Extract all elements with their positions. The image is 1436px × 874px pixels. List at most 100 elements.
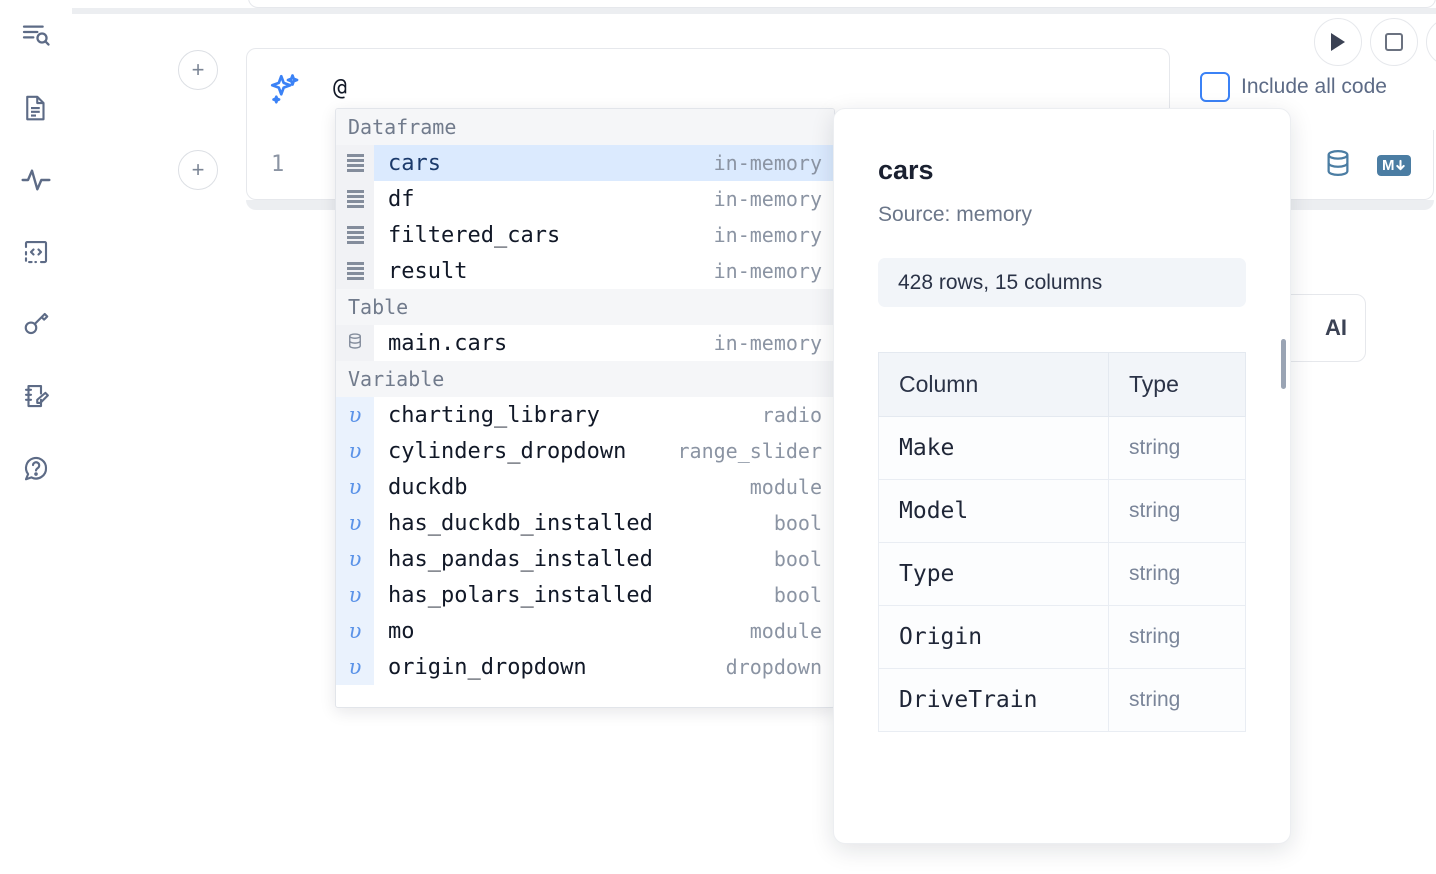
autocomplete-item-icon: υ bbox=[336, 649, 374, 685]
autocomplete-item-name: filtered_cars bbox=[388, 222, 561, 248]
autocomplete-item-name: has_pandas_installed bbox=[388, 546, 653, 572]
autocomplete-item-type: module bbox=[749, 619, 822, 643]
dataframe-lines-icon bbox=[346, 190, 364, 208]
autocomplete-item[interactable]: cars in-memory bbox=[336, 145, 834, 181]
autocomplete-item[interactable]: υ has_polars_installed bool bbox=[336, 577, 834, 613]
autocomplete-item-type: bool bbox=[773, 511, 822, 535]
autocomplete-item-icon bbox=[336, 325, 374, 361]
doc-column-type: string bbox=[1108, 416, 1246, 480]
autocomplete-item-type: in-memory bbox=[713, 331, 822, 355]
doc-shape-badge: 428 rows, 15 columns bbox=[878, 258, 1246, 307]
autocomplete-item-icon bbox=[336, 217, 374, 253]
variable-upsilon-icon: υ bbox=[348, 403, 362, 427]
autocomplete-item-name: result bbox=[388, 258, 468, 284]
add-cell-button-top[interactable]: + bbox=[178, 50, 218, 90]
doc-column-type: string bbox=[1108, 668, 1246, 732]
dataframe-lines-icon bbox=[346, 262, 364, 280]
help-question-icon bbox=[21, 453, 51, 483]
doc-panel-scrollbar[interactable] bbox=[1281, 339, 1286, 389]
autocomplete-item-name: duckdb bbox=[388, 474, 468, 500]
doc-column-name: DriveTrain bbox=[878, 668, 1109, 732]
autocomplete-item-name: cylinders_dropdown bbox=[388, 438, 627, 464]
stop-icon bbox=[1385, 33, 1403, 51]
dataframe-doc-panel: cars Source: memory 428 rows, 15 columns… bbox=[833, 108, 1291, 844]
plus-icon: + bbox=[191, 157, 205, 182]
sidebar-item-activity[interactable] bbox=[14, 158, 58, 202]
ai-prompt-input[interactable]: @ bbox=[333, 75, 347, 101]
doc-column-header: Column bbox=[878, 352, 1109, 417]
autocomplete-item[interactable]: υ has_pandas_installed bool bbox=[336, 541, 834, 577]
autocomplete-item-name: main.cars bbox=[388, 330, 508, 356]
sidebar-item-notebook-file[interactable] bbox=[14, 86, 58, 130]
doc-column-type: string bbox=[1108, 605, 1246, 669]
autocomplete-item-type: radio bbox=[761, 403, 822, 427]
explore-icon bbox=[20, 20, 52, 52]
stop-button[interactable] bbox=[1370, 18, 1418, 66]
add-cell-button-bottom[interactable]: + bbox=[178, 150, 218, 190]
autocomplete-item-name: origin_dropdown bbox=[388, 654, 587, 680]
autocomplete-item-type: bool bbox=[773, 547, 822, 571]
dataframe-lines-icon bbox=[346, 226, 364, 244]
autocomplete-item-type: bool bbox=[773, 583, 822, 607]
scratchpad-edit-icon bbox=[21, 381, 51, 411]
doc-column-type: string bbox=[1108, 479, 1246, 543]
plus-icon: + bbox=[191, 57, 205, 82]
sidebar-item-explore[interactable] bbox=[14, 14, 58, 58]
doc-table-header-row: Column Type bbox=[878, 352, 1246, 417]
secrets-key-icon bbox=[21, 309, 51, 339]
autocomplete-item-icon: υ bbox=[336, 613, 374, 649]
variable-upsilon-icon: υ bbox=[348, 619, 362, 643]
autocomplete-item-name: has_duckdb_installed bbox=[388, 510, 653, 536]
doc-column-name: Model bbox=[878, 479, 1109, 543]
sidebar-item-help[interactable] bbox=[14, 446, 58, 490]
run-button[interactable] bbox=[1314, 18, 1362, 66]
sidebar-item-scratchpad[interactable] bbox=[14, 374, 58, 418]
autocomplete-item-icon: υ bbox=[336, 469, 374, 505]
autocomplete-item-type: in-memory bbox=[713, 151, 822, 175]
cell-icon-group: M bbox=[1323, 148, 1411, 183]
code-snippets-icon bbox=[21, 237, 51, 267]
autocomplete-item-name: charting_library bbox=[388, 402, 600, 428]
autocomplete-item[interactable]: result in-memory bbox=[336, 253, 834, 289]
database-icon[interactable] bbox=[1323, 148, 1353, 183]
autocomplete-item-icon bbox=[336, 181, 374, 217]
doc-column-type: string bbox=[1108, 542, 1246, 606]
autocomplete-item-name: cars bbox=[388, 150, 441, 176]
activity-icon bbox=[20, 164, 52, 196]
sidebar-item-snippets[interactable] bbox=[14, 230, 58, 274]
autocomplete-group-header: Dataframe bbox=[336, 109, 834, 145]
doc-column-name: Origin bbox=[878, 605, 1109, 669]
autocomplete-item-icon: υ bbox=[336, 577, 374, 613]
include-all-code-row[interactable]: Include all code bbox=[1200, 72, 1387, 102]
ai-sparkle-icon bbox=[267, 71, 303, 107]
notebook-file-icon bbox=[21, 93, 51, 123]
markdown-label: M bbox=[1382, 157, 1395, 174]
autocomplete-item[interactable]: main.cars in-memory bbox=[336, 325, 834, 361]
autocomplete-item[interactable]: υ origin_dropdown dropdown bbox=[336, 649, 834, 685]
autocomplete-group-header: Variable bbox=[336, 361, 834, 397]
autocomplete-item-name: has_polars_installed bbox=[388, 582, 653, 608]
autocomplete-item-icon: υ bbox=[336, 541, 374, 577]
generate-with-ai-label: AI bbox=[1325, 315, 1347, 340]
more-actions-button[interactable] bbox=[1426, 18, 1436, 66]
doc-column-name: Make bbox=[878, 416, 1109, 480]
autocomplete-item-type: module bbox=[749, 475, 822, 499]
include-all-code-checkbox[interactable] bbox=[1200, 72, 1230, 102]
autocomplete-item-type: dropdown bbox=[725, 655, 822, 679]
autocomplete-item[interactable]: υ charting_library radio bbox=[336, 397, 834, 433]
autocomplete-item-icon bbox=[336, 145, 374, 181]
doc-type-header: Type bbox=[1108, 352, 1246, 417]
database-icon bbox=[346, 332, 364, 355]
autocomplete-item-icon bbox=[336, 253, 374, 289]
autocomplete-item-type: in-memory bbox=[713, 259, 822, 283]
sidebar-item-secrets[interactable] bbox=[14, 302, 58, 346]
markdown-icon[interactable]: M bbox=[1377, 155, 1411, 176]
